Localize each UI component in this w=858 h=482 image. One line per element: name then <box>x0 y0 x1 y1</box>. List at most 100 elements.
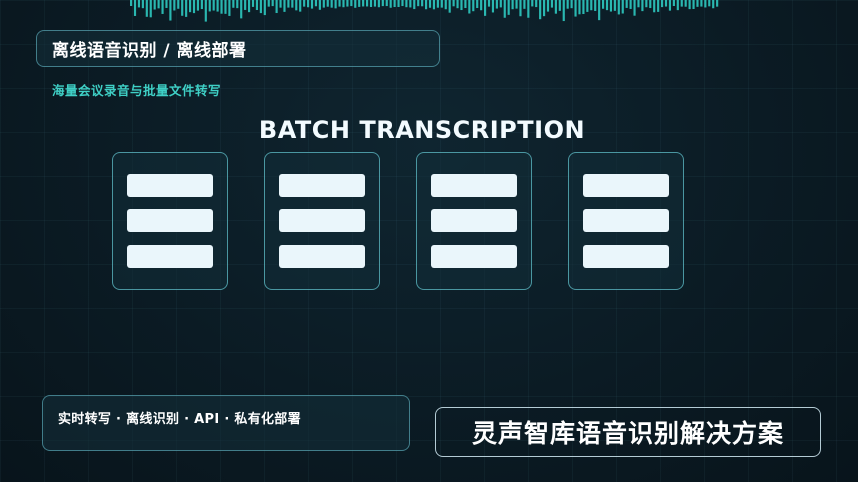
section-heading: BATCH TRANSCRIPTION <box>258 116 586 144</box>
waveform-bar <box>464 0 467 9</box>
brand-title: 灵声智库语音识别解决方案 <box>471 419 784 448</box>
waveform-bar <box>621 0 624 14</box>
waveform-bar <box>377 0 380 8</box>
waveform-bar <box>326 0 329 7</box>
waveform-bar <box>684 0 687 7</box>
waveform-bar <box>484 0 487 16</box>
waveform-bar <box>523 0 526 9</box>
waveform-bar <box>637 0 640 8</box>
waveform-bar <box>279 0 282 8</box>
waveform-bar <box>625 0 628 8</box>
waveform-bar <box>668 0 672 11</box>
waveform-bar <box>224 0 227 14</box>
server-slot <box>583 245 669 268</box>
waveform-bar <box>161 0 164 14</box>
waveform-bar <box>236 0 239 9</box>
waveform-bar <box>409 0 412 8</box>
waveform-bar <box>153 0 156 10</box>
waveform-bar <box>566 0 569 9</box>
waveform-bar <box>220 0 223 14</box>
waveform-bar <box>480 0 483 11</box>
waveform-bar <box>605 0 609 11</box>
waveform-bar <box>582 0 585 15</box>
waveform-bar <box>487 0 491 7</box>
waveform-bar <box>617 0 620 15</box>
waveform-bar <box>657 0 660 12</box>
waveform-bar <box>664 0 668 7</box>
waveform-bar <box>130 0 133 6</box>
waveform-bar <box>145 0 148 17</box>
waveform-bar <box>641 0 644 12</box>
waveform-bar <box>562 0 565 22</box>
waveform-bar <box>613 0 616 11</box>
waveform-bar <box>385 0 388 7</box>
waveform-bar <box>531 0 534 7</box>
waveform-bar <box>141 0 144 9</box>
waveform-bar <box>716 0 719 7</box>
server-rack-icon <box>264 152 380 290</box>
waveform-bar <box>149 0 152 18</box>
waveform-bar <box>515 0 518 9</box>
waveform-bar <box>672 0 675 6</box>
waveform-bar <box>342 0 345 8</box>
waveform-bar <box>137 0 141 8</box>
waveform-bar <box>251 0 255 7</box>
waveform-bar <box>688 0 691 10</box>
waveform-bar <box>169 0 172 21</box>
waveform-bar <box>460 0 463 11</box>
waveform-bar <box>661 0 664 8</box>
features-text: 实时转写 · 离线识别 · API · 私有化部署 <box>58 412 301 427</box>
server-slot <box>279 209 365 232</box>
waveform-bar <box>421 0 424 7</box>
waveform-bar <box>554 0 557 14</box>
waveform-bar <box>216 0 219 12</box>
waveform-bar <box>507 0 510 15</box>
waveform-bar <box>629 0 632 9</box>
title-panel: 离线语音识别 / 离线部署 <box>36 30 440 67</box>
waveform-bar <box>173 0 176 11</box>
waveform-bar <box>586 0 589 12</box>
waveform-bar <box>546 0 550 12</box>
waveform-bar <box>609 0 613 12</box>
waveform-bar <box>189 0 192 13</box>
waveform-bar <box>381 0 384 7</box>
waveform-bar <box>338 0 341 7</box>
waveform-bar <box>232 0 235 8</box>
waveform-bar <box>287 0 290 8</box>
waveform-bar <box>275 0 278 14</box>
waveform-bar <box>369 0 373 7</box>
waveform-bar <box>539 0 542 20</box>
waveform-bar <box>417 0 420 7</box>
waveform-bar <box>499 0 502 8</box>
waveform-bar <box>535 0 538 8</box>
page-title: 离线语音识别 / 离线部署 <box>52 41 247 61</box>
waveform-bar <box>295 0 298 11</box>
server-slot <box>279 245 365 268</box>
waveform-bar <box>240 0 243 19</box>
waveform-bar <box>712 0 715 9</box>
server-slot <box>127 174 213 197</box>
brand-panel: 灵声智库语音识别解决方案 <box>435 407 821 457</box>
waveform-bar <box>291 0 294 8</box>
server-slot <box>127 245 213 268</box>
waveform-bar <box>389 0 392 8</box>
waveform-bar <box>405 0 408 8</box>
waveform-bar <box>511 0 514 10</box>
waveform-bar <box>676 0 679 11</box>
waveform-bar <box>452 0 455 7</box>
waveform-bar <box>692 0 695 9</box>
waveform-bar <box>350 0 353 7</box>
server-rack-icon <box>416 152 532 290</box>
waveform-bar <box>436 0 439 8</box>
waveform-bar <box>244 0 247 10</box>
waveform-bar <box>495 0 498 9</box>
server-rack-icon <box>568 152 684 290</box>
waveform-bar <box>476 0 479 9</box>
waveform-bar <box>527 0 530 18</box>
waveform-bar <box>598 0 601 21</box>
waveform-bar <box>653 0 656 13</box>
waveform-bar <box>165 0 168 8</box>
waveform-bar <box>248 0 251 13</box>
waveform-bar <box>196 0 200 11</box>
waveform-bar <box>263 0 266 16</box>
